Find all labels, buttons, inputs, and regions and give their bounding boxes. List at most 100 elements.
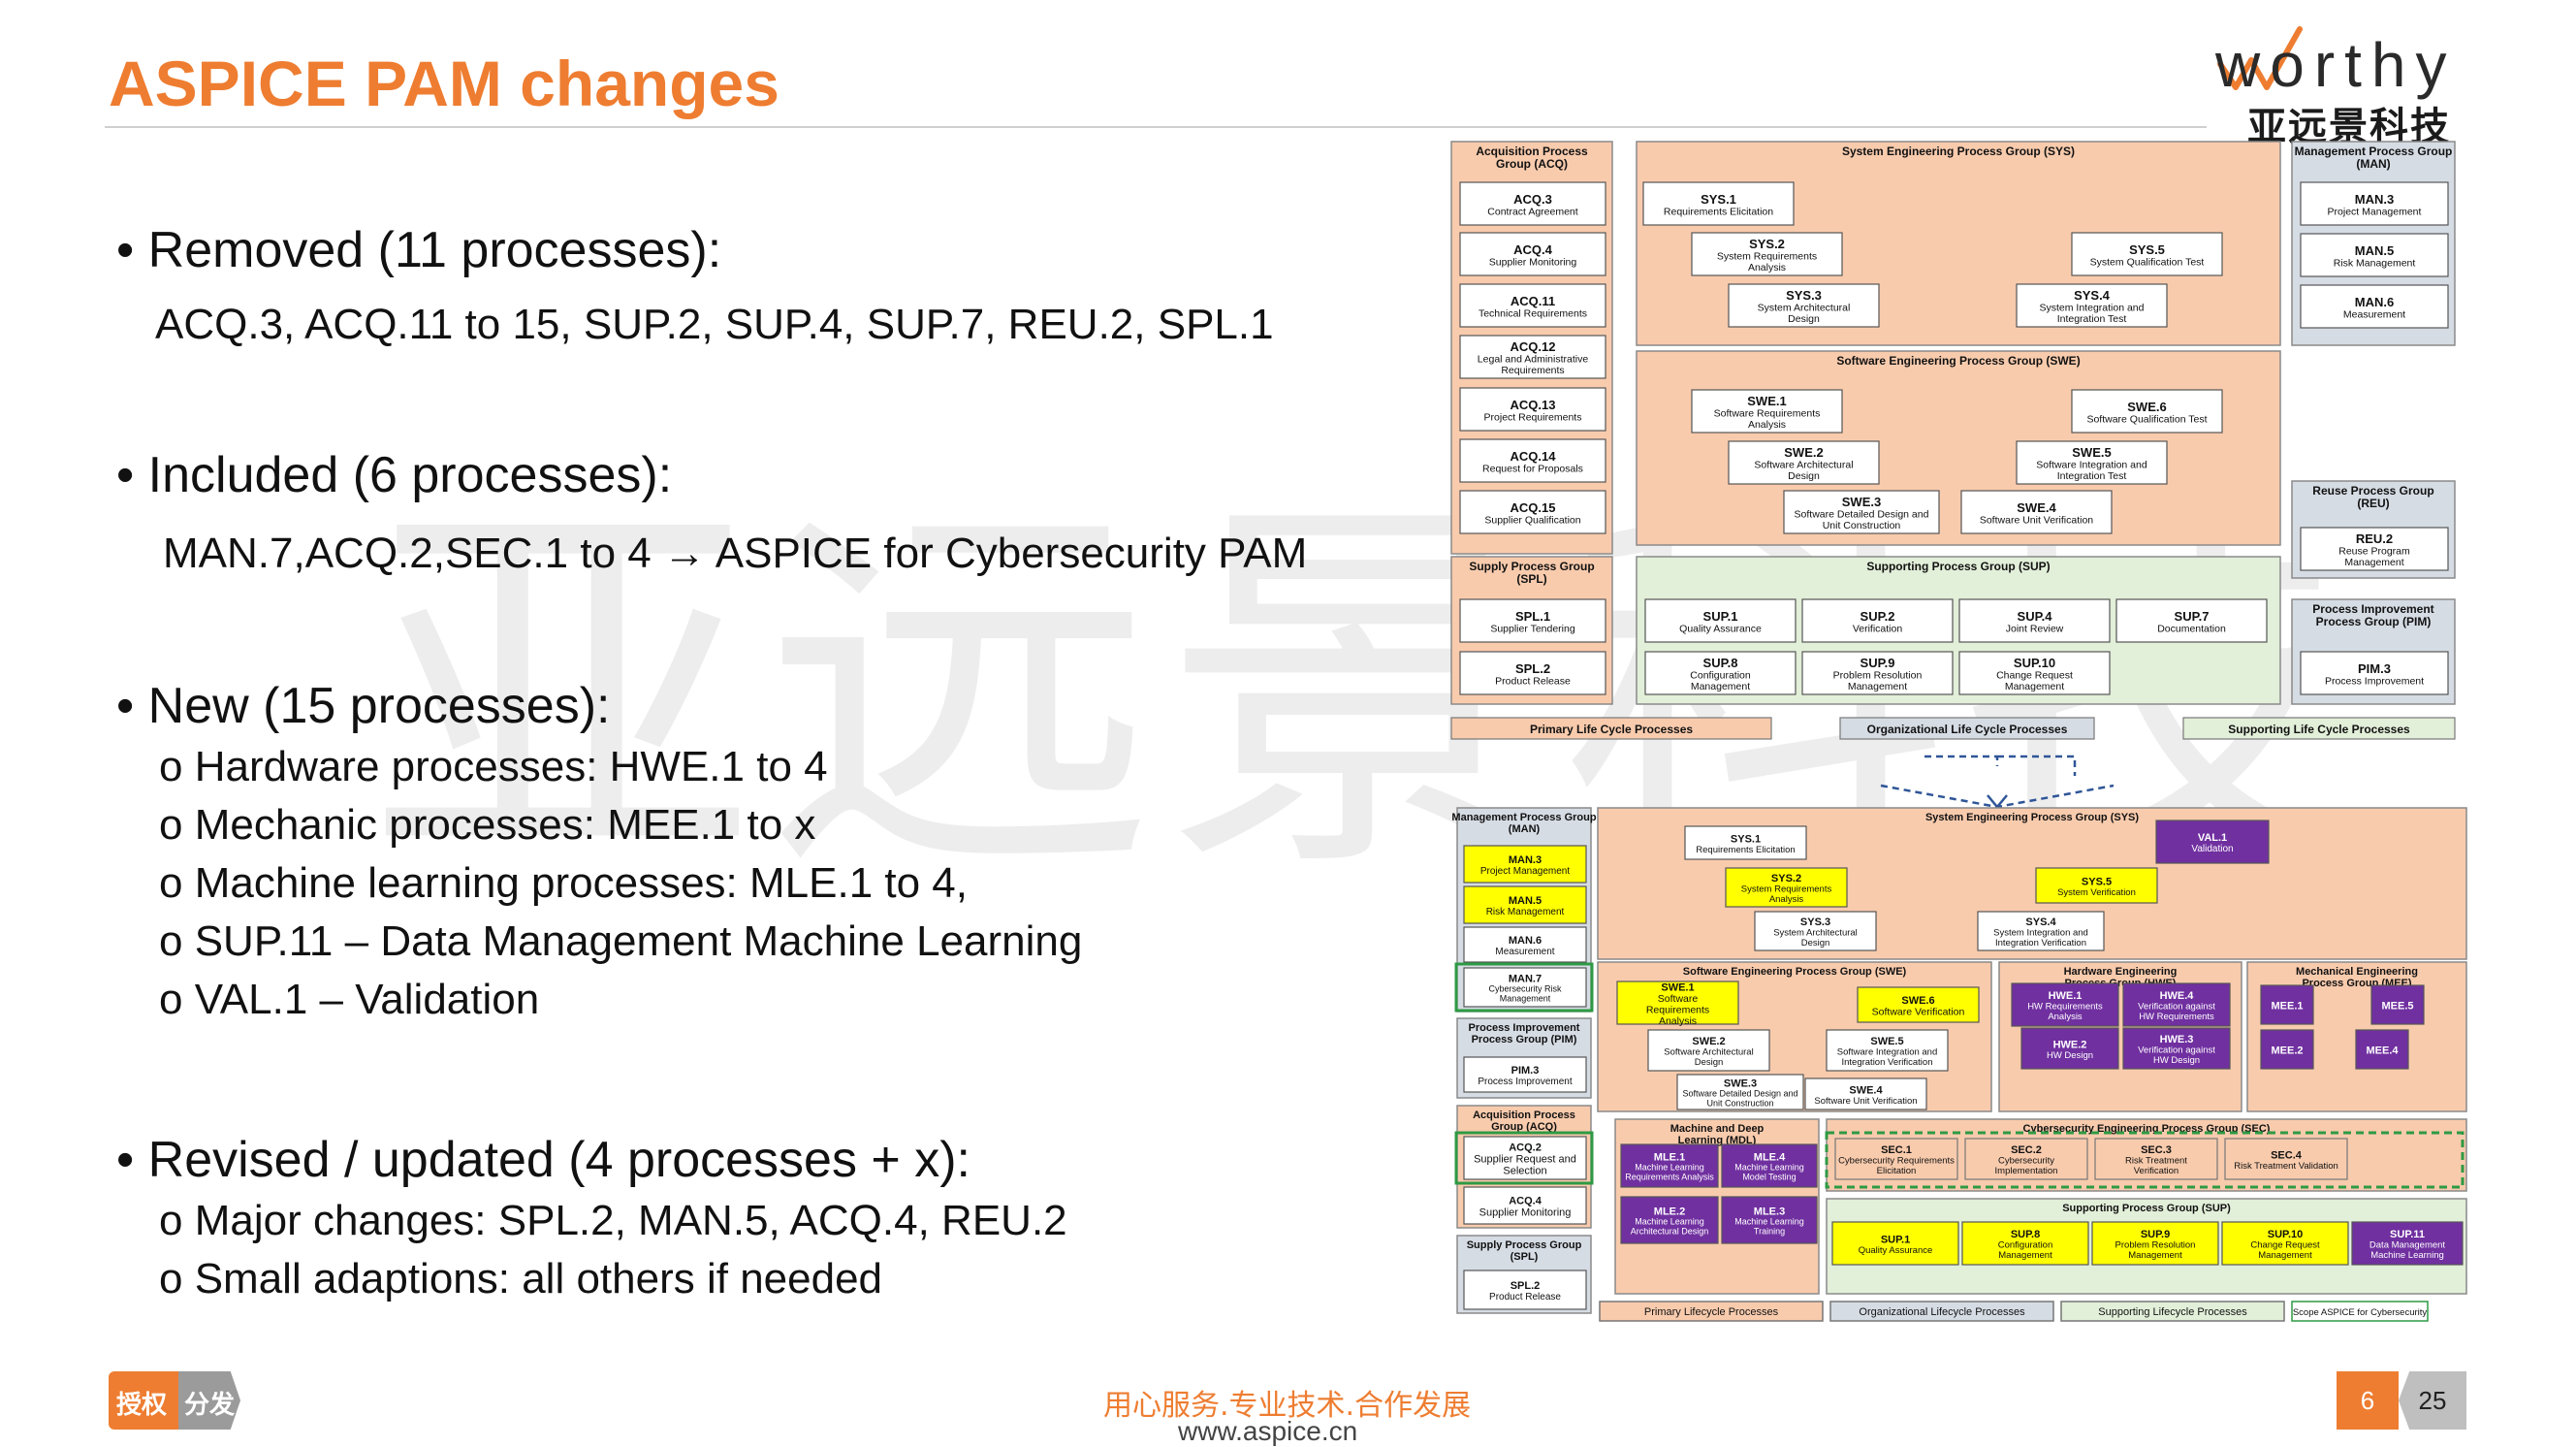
process-id: SYS.5: [2129, 242, 2165, 257]
process-name: Analysis: [2048, 1012, 2083, 1022]
process-name: Software Architectural: [1754, 460, 1853, 471]
process-name: Risk Management: [2334, 257, 2416, 269]
process-box: [1620, 1196, 1719, 1244]
footer-slogan: 用心服务.专业技术.合作发展: [1103, 1389, 1472, 1423]
process-id: SUP.8: [2011, 1229, 2040, 1240]
process-name: Requirements: [1646, 1004, 1709, 1015]
process-box: [1459, 651, 1606, 695]
process-name: Software: [1658, 993, 1699, 1005]
process-name: Management: [2344, 557, 2403, 568]
process-id: SYS.5: [2082, 876, 2112, 887]
process-box: [2016, 283, 2168, 328]
process-id: SWE.1: [1661, 981, 1694, 993]
process-name: Management: [1691, 681, 1750, 692]
process-box: [1960, 490, 2113, 534]
cybersecurity-scope-highlight: [1454, 962, 1594, 1013]
process-name: Machine Learning: [1635, 1217, 1704, 1227]
process-id: SWE.5: [1870, 1036, 1903, 1047]
process-name: Machine Learning: [1734, 1163, 1804, 1173]
process-box: [1642, 181, 1795, 226]
process-box: [1463, 926, 1587, 963]
category-label-text: Organizational Lifecycle Processes: [1859, 1306, 2025, 1318]
process-box: [1459, 490, 1606, 534]
process-name: HW Design: [2153, 1055, 2200, 1066]
process-box: [2035, 867, 2158, 904]
process-id: SWE.1: [1747, 394, 1786, 408]
process-id: SWE.6: [1901, 995, 1934, 1007]
process-box: [1463, 1136, 1587, 1180]
process-box: [1459, 232, 1606, 276]
process-group-label: Supporting Process Group (SUP): [1866, 560, 2050, 573]
process-box: [1459, 387, 1606, 432]
process-box: [1725, 867, 1848, 908]
process-id: REU.2: [2356, 531, 2393, 546]
process-box: [1463, 845, 1587, 884]
process-id: SWE.2: [1692, 1036, 1725, 1047]
revised-heading: • Revised / updated (4 processes + x):: [116, 1132, 970, 1188]
process-id: PIM.3: [1511, 1065, 1540, 1077]
process-box: [2122, 1027, 2231, 1070]
process-id: MAN.6: [2355, 295, 2394, 309]
process-name: Design: [1801, 938, 1830, 949]
process-name: Quality Assurance: [1679, 623, 1762, 634]
process-name: Validation: [2191, 844, 2233, 854]
process-group-label: Supply Process Group: [1467, 1239, 1582, 1251]
process-name: Project Requirements: [1484, 411, 1582, 423]
process-group-label: Supporting Process Group (SUP): [2062, 1203, 2231, 1214]
process-name: Software Detailed Design and: [1682, 1089, 1797, 1099]
process-id: MEE.2: [2271, 1045, 2303, 1057]
process-box: [1463, 1056, 1587, 1093]
process-group-label: Process Improvement: [1469, 1022, 1580, 1034]
process-id: MLE.2: [1654, 1206, 1685, 1218]
process-box: [2011, 982, 2119, 1027]
process-box: [1463, 1270, 1587, 1310]
process-id: SPL.2: [1515, 661, 1550, 676]
process-box: [1676, 1074, 1804, 1110]
process-box: [2370, 984, 2425, 1025]
process-name: Supplier Monitoring: [1479, 1207, 1572, 1219]
process-name: Contract Agreement: [1487, 206, 1577, 217]
process-group-label: (SPL): [1511, 1251, 1539, 1263]
process-id: ACQ.13: [1511, 398, 1556, 412]
process-group-label: System Engineering Process Group (SYS): [1925, 812, 2139, 823]
process-name: Measurement: [2343, 308, 2405, 320]
process-id: SUP.8: [1703, 656, 1738, 670]
process-name: Unit Construction: [1823, 520, 1901, 531]
process-group-label: Reuse Process Group: [2312, 484, 2433, 498]
process-id: SYS.3: [1786, 288, 1822, 303]
process-name: Machine Learning: [1635, 1163, 1704, 1173]
process-name: Software Integration and: [1837, 1047, 1938, 1058]
process-box: [1616, 981, 1739, 1025]
process-box: [1958, 598, 2111, 643]
process-id: HWE.2: [2053, 1039, 2087, 1050]
process-name: Model Testing: [1742, 1173, 1796, 1182]
process-name: Risk Treatment: [2125, 1156, 2187, 1167]
process-name: Management: [1848, 681, 1907, 692]
footer-url[interactable]: www.aspice.cn: [1178, 1416, 1358, 1446]
process-box: [1964, 1138, 2088, 1180]
process-box: [1463, 1186, 1587, 1225]
badge-right-text: 分发: [184, 1391, 236, 1420]
process-id: ACQ.4: [1509, 1196, 1542, 1207]
process-id: MEE.1: [2271, 1001, 2303, 1013]
process-name: System Qualification Test: [2090, 256, 2205, 268]
process-name: HW Requirements: [2027, 1002, 2103, 1013]
process-id: SWE.3: [1724, 1078, 1757, 1090]
title-divider: [105, 126, 2207, 128]
process-id: ACQ.2: [1509, 1142, 1542, 1154]
process-name: Integration Test: [2057, 313, 2127, 325]
process-group-label: Hardware Engineering: [2064, 966, 2178, 978]
process-name: Architectural Design: [1631, 1227, 1709, 1237]
process-box: [1684, 825, 1807, 860]
revised-item: o Major changes: SPL.2, MAN.5, ACQ.4, RE…: [159, 1197, 1067, 1244]
process-name: Legal and Administrative: [1478, 354, 1589, 366]
process-id: HWE.1: [2049, 990, 2083, 1002]
process-id: SUP.7: [2175, 609, 2210, 624]
process-box: [2300, 233, 2449, 277]
cybersecurity-scope-highlight: [1454, 1131, 1594, 1185]
process-id: SWE.5: [2072, 445, 2111, 460]
page-number: 6: [2337, 1371, 2399, 1430]
new-item: o VAL.1 – Validation: [159, 976, 540, 1023]
process-name: Analysis: [1659, 1015, 1697, 1027]
new-item: o SUP.11 – Data Management Machine Learn…: [159, 917, 1083, 965]
